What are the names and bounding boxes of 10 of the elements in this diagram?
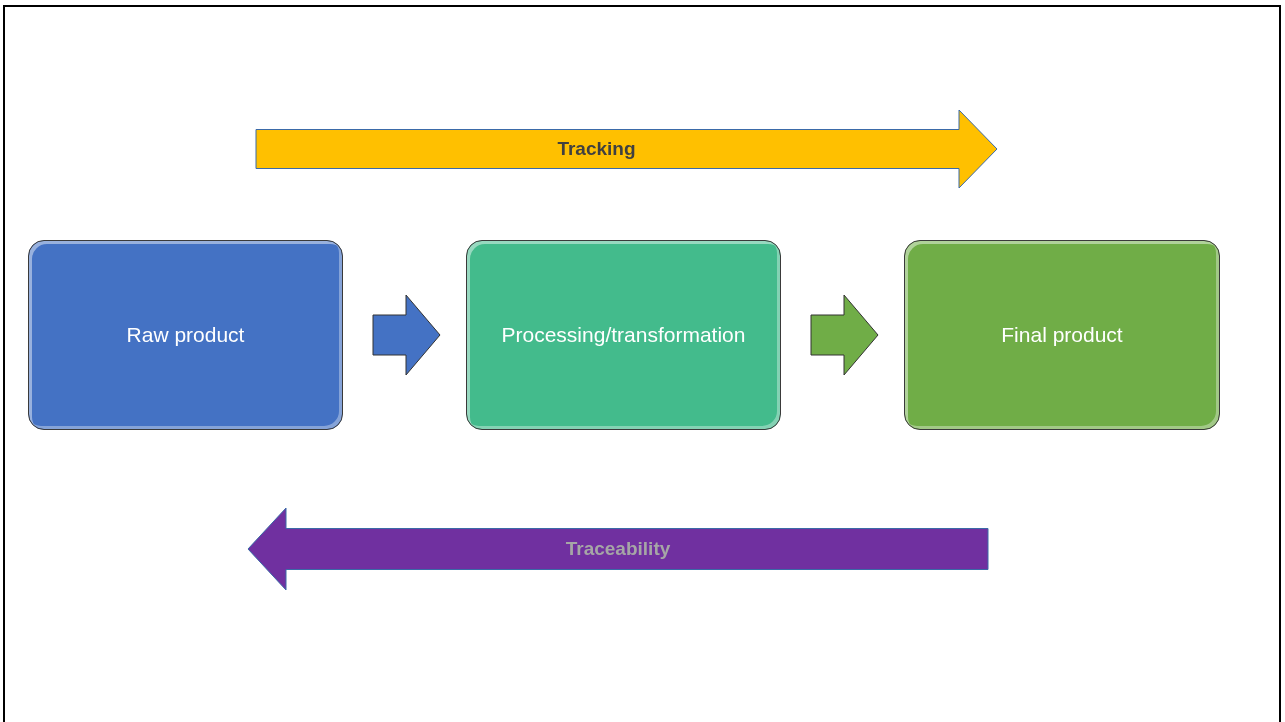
block-arrow xyxy=(372,294,441,376)
box-label: Processing/transformation xyxy=(501,323,746,347)
process-box xyxy=(28,240,343,430)
arrow-label: Tracking xyxy=(557,138,636,160)
arrow-label: Traceability xyxy=(565,538,671,560)
box-label: Final product xyxy=(1001,323,1123,347)
process-box xyxy=(466,240,781,430)
process-box xyxy=(904,240,1220,430)
box-label: Raw product xyxy=(126,323,245,347)
block-arrow xyxy=(810,294,879,376)
